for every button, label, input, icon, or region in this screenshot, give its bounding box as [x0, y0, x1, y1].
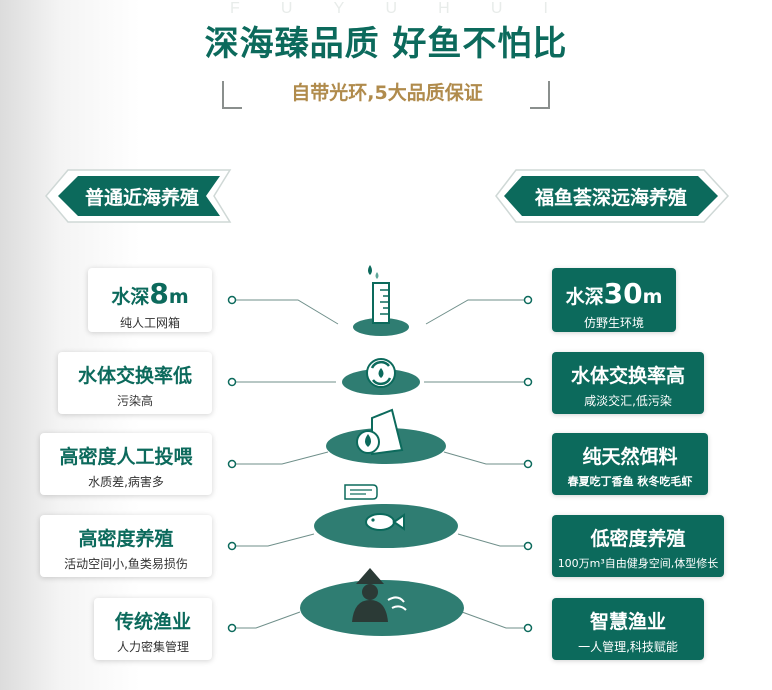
depth-gauge-icon	[368, 265, 390, 324]
left-item-depth: 水深8m 纯人工网箱	[88, 268, 212, 332]
dot-left-5	[227, 623, 237, 633]
dot-right-4	[523, 541, 533, 551]
page-title: 深海臻品质 好鱼不怕比	[204, 24, 568, 64]
disc-1	[353, 318, 409, 336]
connector-left-4	[232, 533, 315, 547]
left-item-water-exchange: 水体交换率低 污染高	[58, 352, 212, 414]
left-item-feeding: 高密度人工投喂 水质差,病害多	[40, 433, 212, 495]
connector-left-1	[232, 299, 339, 325]
connector-right-1	[425, 299, 528, 325]
dot-left-2	[227, 377, 237, 387]
water-cycle-icon	[366, 358, 396, 388]
subtitle-bracket-right	[530, 81, 550, 109]
subtitle-bracket-left	[222, 81, 242, 109]
left-banner-label: 普通近海养殖	[84, 186, 199, 209]
connector-left-3	[232, 451, 329, 465]
right-item-fishery: 智慧渔业 一人管理,科技赋能	[552, 598, 704, 660]
dot-left-4	[227, 541, 237, 551]
right-item-depth: 水深30m 仿野生环境	[552, 268, 676, 332]
left-item-fishery: 传统渔业 人力密集管理	[94, 598, 212, 660]
right-item-density: 低密度养殖 100万m³自由健身空间,体型修长	[552, 515, 724, 577]
left-banner: 普通近海养殖	[44, 168, 234, 224]
page-subtitle: 自带光环,5大品质保证	[291, 82, 483, 104]
dot-left-3	[227, 459, 237, 469]
right-banner: 福鱼荟深远海养殖	[494, 168, 730, 224]
left-item-density: 高密度养殖 活动空间小,鱼类易损伤	[40, 515, 212, 577]
connector-right-4	[457, 533, 528, 547]
dot-right-5	[523, 623, 533, 633]
right-item-feed: 纯天然饵料 春夏吃丁香鱼 秋冬吃毛虾	[552, 433, 708, 495]
connector-left-5	[232, 611, 301, 629]
dot-right-2	[523, 377, 533, 387]
right-item-water-exchange: 水体交换率高 咸淡交汇,低污染	[552, 352, 704, 414]
right-banner-label: 福鱼荟深远海养殖	[534, 186, 687, 209]
fish-icon	[344, 484, 405, 531]
dot-right-3	[523, 459, 533, 469]
dot-right-1	[523, 295, 533, 305]
connector-right-5	[461, 611, 528, 629]
fisherman-icon	[352, 568, 407, 622]
dot-left-1	[227, 295, 237, 305]
feed-bag-icon	[356, 408, 404, 456]
connector-right-3	[443, 451, 528, 465]
